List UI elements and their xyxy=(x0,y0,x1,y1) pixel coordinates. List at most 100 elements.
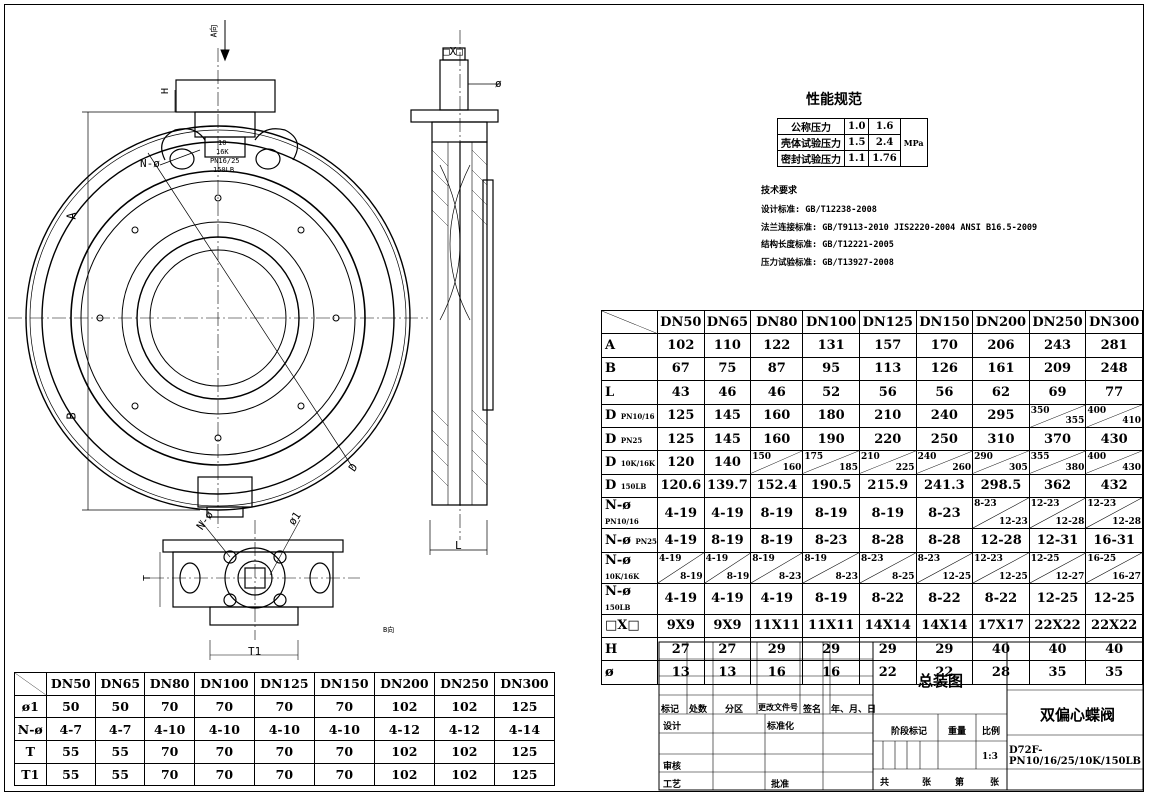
cell-value: 56 xyxy=(878,384,897,400)
cell-value: 248 xyxy=(1100,361,1128,377)
tb-weight: 重量 xyxy=(948,727,967,737)
table-cell: 295 xyxy=(972,403,1030,428)
cell-value: 12-31 xyxy=(1036,532,1079,548)
cell-value: 102 xyxy=(451,699,478,715)
l-label: L xyxy=(455,539,462,552)
cell-value: 70 xyxy=(215,744,234,760)
table-cell: 220 xyxy=(858,426,917,452)
split-upper: 8-23 xyxy=(974,499,997,510)
table-cell: 4-19 xyxy=(657,582,705,615)
split-lower: 8-19 xyxy=(680,571,703,582)
tb-ratio: 比例 xyxy=(982,727,1001,737)
cell-value: 43 xyxy=(671,384,690,400)
cell-value: 12-28 xyxy=(980,532,1022,548)
tb-zone: 分区 xyxy=(725,705,744,715)
split-lower: 8-23 xyxy=(835,571,858,582)
split-lower: 8-25 xyxy=(892,571,915,582)
cell-value: 102 xyxy=(391,767,418,783)
cell-value: 8-19 xyxy=(760,505,794,521)
cell-value: 157 xyxy=(874,338,902,354)
split-upper: 210 xyxy=(860,452,880,463)
split-upper: 355 xyxy=(1030,452,1050,463)
split-upper: 12-23 xyxy=(974,553,1003,564)
cell-value: 11X11 xyxy=(808,618,855,634)
neck xyxy=(161,79,299,518)
cell-value: 4-12 xyxy=(388,721,420,737)
row-sublabel: 150LB xyxy=(620,482,647,492)
split-lower: 12-25 xyxy=(942,571,972,582)
front-view xyxy=(8,48,428,528)
cell-value: 77 xyxy=(1105,384,1124,400)
cell-value: 12-25 xyxy=(1036,591,1079,607)
table-cell: 8-28 xyxy=(858,528,917,553)
split-lower: 380 xyxy=(1065,462,1085,473)
split-upper: 350 xyxy=(1030,405,1050,416)
split-lower: 430 xyxy=(1122,462,1141,473)
table-cell: 12-25 xyxy=(1085,582,1143,615)
view-b-label: B向 xyxy=(383,626,395,634)
cell-value: 52 xyxy=(822,384,841,400)
row-header: L xyxy=(601,380,658,405)
row-label: ø1 xyxy=(21,699,39,715)
cell-value: 4-10 xyxy=(154,721,186,737)
cell-value: 40 xyxy=(1105,641,1124,657)
cell-value: 160 xyxy=(763,408,791,424)
cell-value: 8-19 xyxy=(711,532,744,548)
table-cell: 215.9 xyxy=(858,473,917,499)
split-lower: 8-23 xyxy=(778,571,802,582)
tech-line: 设计标准: GB/T12238-2008 xyxy=(761,205,877,215)
cell-value: 22X22 xyxy=(1091,618,1138,634)
cell-value: 102 xyxy=(391,699,418,715)
cell-value: 8-19 xyxy=(814,591,848,607)
tb-sign: 签名 xyxy=(803,705,822,715)
tb-date: 年、月、日 xyxy=(831,705,877,715)
row-label: N-ø xyxy=(605,583,631,599)
table-row: 密封试验压力 1.1 1.76 xyxy=(777,150,928,167)
cell-value: 210 xyxy=(874,408,902,424)
row-header: ø xyxy=(601,660,658,685)
table-cell: 40 xyxy=(972,636,1030,662)
split-upper: 4-19 xyxy=(705,553,729,564)
cell-value: 4-19 xyxy=(711,505,744,521)
cell-value: 8-19 xyxy=(814,505,848,521)
table-cell: 8-23 xyxy=(802,528,860,553)
cell-value: 4-10 xyxy=(208,721,240,737)
cell-value: 102 xyxy=(667,338,695,354)
plate-line-1: 10 xyxy=(218,139,227,147)
plate-line-2: 16K xyxy=(216,148,229,156)
table-cell: 190.5 xyxy=(802,473,860,499)
row-label: ø xyxy=(605,664,614,680)
cell-value: 243 xyxy=(1043,338,1072,354)
cell-value: 28 xyxy=(991,664,1010,680)
split-upper: 400 xyxy=(1087,452,1107,463)
cell-value: 120.6 xyxy=(660,478,702,494)
cell-value: 70 xyxy=(215,699,234,715)
tb-mark: 标记 xyxy=(661,705,680,715)
cell-value: 125 xyxy=(667,431,695,447)
table-cell: 16 xyxy=(750,660,804,685)
table-cell: 77 xyxy=(1085,380,1143,405)
table-cell: 241.3 xyxy=(915,473,974,499)
row-label: H xyxy=(605,641,618,657)
row-header: A xyxy=(601,333,658,358)
column-header: DN250 xyxy=(1028,309,1087,335)
cell-value: 56 xyxy=(935,384,954,400)
table-cell: 8-19 xyxy=(802,497,860,530)
row-label: D xyxy=(605,408,617,424)
tb-std: 标准化 xyxy=(767,722,795,732)
